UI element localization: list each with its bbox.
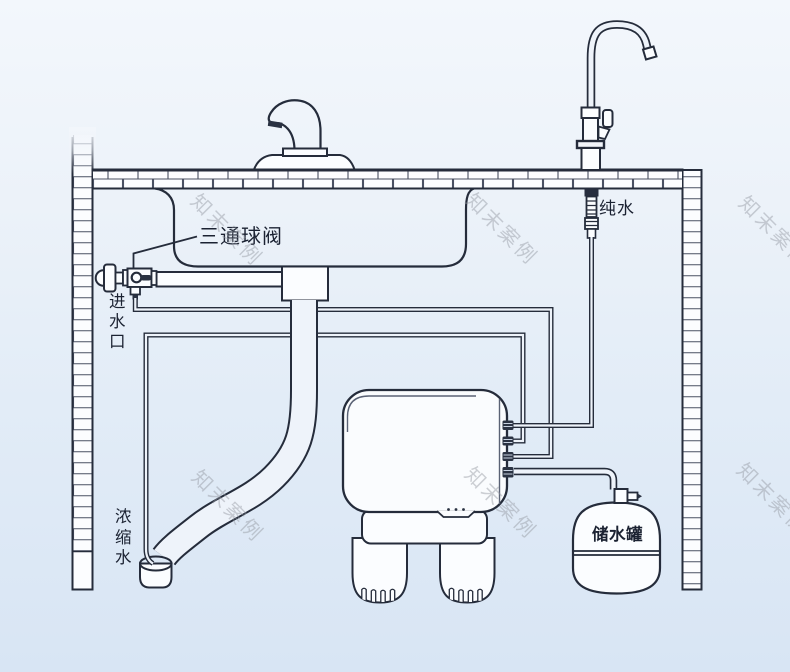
kitchen-faucet bbox=[252, 99, 356, 171]
countertop bbox=[91, 168, 684, 190]
label-three-way-ball-valve: 三通球阀 bbox=[199, 226, 283, 248]
drain-cup bbox=[139, 555, 173, 589]
filter-cartridge-left bbox=[351, 537, 408, 604]
leader-line bbox=[132, 235, 198, 268]
label-concentrated-water: 浓缩水 bbox=[115, 508, 132, 567]
pure-water-faucet bbox=[575, 20, 658, 239]
concentrate-tube bbox=[143, 332, 526, 528]
three-way-ball-valve bbox=[94, 263, 158, 300]
left-wall bbox=[69, 127, 96, 591]
supply-pipe bbox=[155, 271, 291, 288]
concentrate-tube-end bbox=[143, 526, 155, 566]
drain-pipe bbox=[152, 265, 329, 566]
purifier-unit bbox=[341, 388, 509, 545]
label-water-inlet: 进水口 bbox=[109, 293, 126, 351]
purifier-ports bbox=[502, 420, 514, 478]
storage-tank bbox=[571, 501, 662, 595]
faucet-spout-tip bbox=[267, 120, 283, 129]
right-wall bbox=[681, 169, 703, 591]
tank-tube bbox=[514, 467, 618, 490]
tank-valve bbox=[613, 488, 642, 504]
inlet-tube bbox=[132, 298, 554, 459]
filter-cartridge-right bbox=[439, 537, 496, 604]
label-pure-water: 纯水 bbox=[599, 199, 635, 218]
pure-water-tube bbox=[513, 237, 594, 428]
label-storage-tank: 储水罐 bbox=[592, 526, 643, 544]
